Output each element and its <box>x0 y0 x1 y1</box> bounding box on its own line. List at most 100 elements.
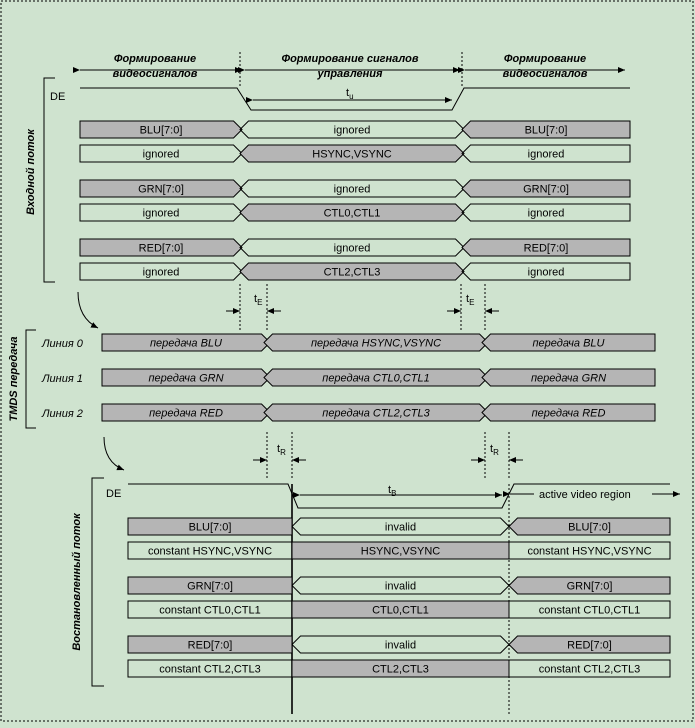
top-row-0-cell-2-box <box>461 120 631 139</box>
te-markers: tE tE <box>226 284 499 330</box>
top-row-5-cell-1-text: CTL2,CTL3 <box>324 267 381 279</box>
top-header: Формирование видеосигналов Формирование … <box>73 52 625 86</box>
top-row-3-cell-1-box <box>239 203 465 222</box>
bottom-row-2-cell-2-text: GRN[7:0] <box>567 581 613 593</box>
tu-label: tu <box>346 87 354 101</box>
header-right-line1: Формирование <box>504 53 586 65</box>
tmds-row-2-cell-0-box <box>101 403 271 422</box>
top-row-5-cell-1-box <box>239 262 465 281</box>
top-row-2-cell-0-text: GRN[7:0] <box>138 184 184 196</box>
bottom-de-signal: DE tB active video region <box>106 483 680 509</box>
tr-markers: tR tR <box>253 432 523 480</box>
bottom-row-1-cell-2-text: constant HSYNC,VSYNC <box>527 546 651 558</box>
top-row-4-cell-2-text: RED[7:0] <box>524 243 569 255</box>
tmds-rows: Линия 0 передача BLU передача HSYNC,VSYNC п… <box>41 333 656 422</box>
tmds-row-2-cell-2-text: передача RED <box>532 408 606 420</box>
tmds-row-0-cell-2-box <box>481 333 656 352</box>
bottom-row-0-cell-2-text: BLU[7:0] <box>568 522 611 534</box>
te-left-label: tE <box>254 293 262 307</box>
bottom-row-2-cell-0-text: GRN[7:0] <box>187 581 233 593</box>
tmds-row-2-cell-1-text: передача CTL2,CTL3 <box>322 408 430 420</box>
tmds-row-1-cell-1-box <box>263 368 489 387</box>
top-row-1-cell-2-box <box>461 144 631 163</box>
bottom-row-3-cell-2-box <box>508 600 671 619</box>
bottom-row-4-cell-0-box <box>127 635 293 654</box>
bottom-row-0-cell-1-box <box>291 517 510 536</box>
bottom-row-0-cell-0-box <box>127 517 293 536</box>
top-row-1-cell-1-box <box>239 144 465 163</box>
top-row-0-cell-1-text: ignored <box>334 125 371 137</box>
top-de-waveform <box>80 87 630 111</box>
bottom-row-3-cell-2-text: constant CTL0,CTL1 <box>539 605 641 617</box>
bottom-de-waveform <box>128 483 670 509</box>
top-row-0-cell-1-box <box>239 120 465 139</box>
top-de-label: DE <box>50 91 65 103</box>
tmds-row-0-cell-0-text: передача BLU <box>150 338 222 350</box>
bottom-row-1-cell-0-text: constant HSYNC,VSYNC <box>148 546 272 558</box>
te-right-label: tE <box>466 293 474 307</box>
bottom-row-5-cell-0-text: constant CTL2,CTL3 <box>159 664 261 676</box>
bottom-row-2-cell-0-box <box>127 576 293 595</box>
top-row-4-cell-2-box <box>461 238 631 257</box>
curve-arrow-top <box>77 291 99 329</box>
top-row-5-cell-2-box <box>461 262 631 281</box>
tb-label: tB <box>388 484 396 498</box>
tmds-row-1-cell-2-box <box>481 368 656 387</box>
top-row-3-cell-1-text: CTL0,CTL1 <box>324 208 381 220</box>
top-row-0-cell-2-text: BLU[7:0] <box>525 125 568 137</box>
top-side-label: Входной поток <box>25 128 37 215</box>
middle-side-label: TMDS передача <box>8 336 20 421</box>
top-row-2-cell-1-box <box>239 179 465 198</box>
bottom-row-3-cell-1-text: CTL0,CTL1 <box>372 605 429 617</box>
bottom-row-3-cell-0-text: constant CTL0,CTL1 <box>159 605 261 617</box>
top-row-0-cell-0-box <box>79 120 243 139</box>
bottom-signal-rows: BLU[7:0] invalid BLU[7:0] constant HSYNC,VS… <box>127 517 671 678</box>
tmds-line-label-0: Линия 0 <box>41 338 84 350</box>
tmds-row-1-cell-2-text: передача GRN <box>531 373 606 385</box>
tmds-row-0-cell-1-text: передача HSYNC,VSYNC <box>311 338 441 350</box>
tmds-row-2-cell-0-text: передача RED <box>149 408 223 420</box>
bottom-row-1-cell-1-text: HSYNC,VSYNC <box>361 546 441 558</box>
tmds-line-label-2: Линия 2 <box>41 408 83 420</box>
top-row-2-cell-1-text: ignored <box>334 184 371 196</box>
bottom-de-label: DE <box>106 488 121 500</box>
tmds-line-label-1: Линия 1 <box>41 373 83 385</box>
bottom-row-2-cell-1-text: invalid <box>385 581 416 593</box>
top-row-5-cell-0-text: ignored <box>143 267 180 279</box>
top-row-3-cell-0-box <box>79 203 243 222</box>
top-row-0-cell-0-text: BLU[7:0] <box>140 125 183 137</box>
header-left-line1: Формирование <box>114 53 196 65</box>
bottom-row-1-cell-2-box <box>508 541 671 560</box>
top-side-bracket <box>43 77 55 283</box>
top-row-5-cell-2-text: ignored <box>528 267 565 279</box>
top-row-3-cell-2-text: ignored <box>528 208 565 220</box>
bottom-row-4-cell-1-box <box>291 635 510 654</box>
top-row-2-cell-0-box <box>79 179 243 198</box>
bottom-row-4-cell-2-box <box>508 635 671 654</box>
bottom-row-0-cell-2-box <box>508 517 671 536</box>
tmds-row-0-cell-1-box <box>263 333 489 352</box>
tmds-row-2-cell-2-box <box>481 403 656 422</box>
bottom-row-5-cell-1-text: CTL2,CTL3 <box>372 664 429 676</box>
tmds-row-2-cell-1-box <box>263 403 489 422</box>
top-row-4-cell-1-box <box>239 238 465 257</box>
tr-right-label: tR <box>490 443 499 457</box>
header-center-line1: Формирование сигналов <box>282 53 419 65</box>
top-row-3-cell-2-box <box>461 203 631 222</box>
tmds-row-0-cell-0-box <box>101 333 271 352</box>
bottom-row-4-cell-1-text: invalid <box>385 640 416 652</box>
tmds-row-1-cell-0-text: передача GRN <box>148 373 223 385</box>
top-row-5-cell-0-box <box>79 262 243 281</box>
middle-side-bracket <box>25 329 36 429</box>
tr-left-label: tR <box>277 443 286 457</box>
bottom-row-0-cell-0-text: BLU[7:0] <box>189 522 232 534</box>
bottom-row-4-cell-2-text: RED[7:0] <box>567 640 612 652</box>
tmds-row-1-cell-0-box <box>101 368 271 387</box>
bottom-row-4-cell-0-text: RED[7:0] <box>188 640 233 652</box>
top-row-4-cell-0-text: RED[7:0] <box>139 243 184 255</box>
bottom-side-bracket <box>91 477 104 687</box>
